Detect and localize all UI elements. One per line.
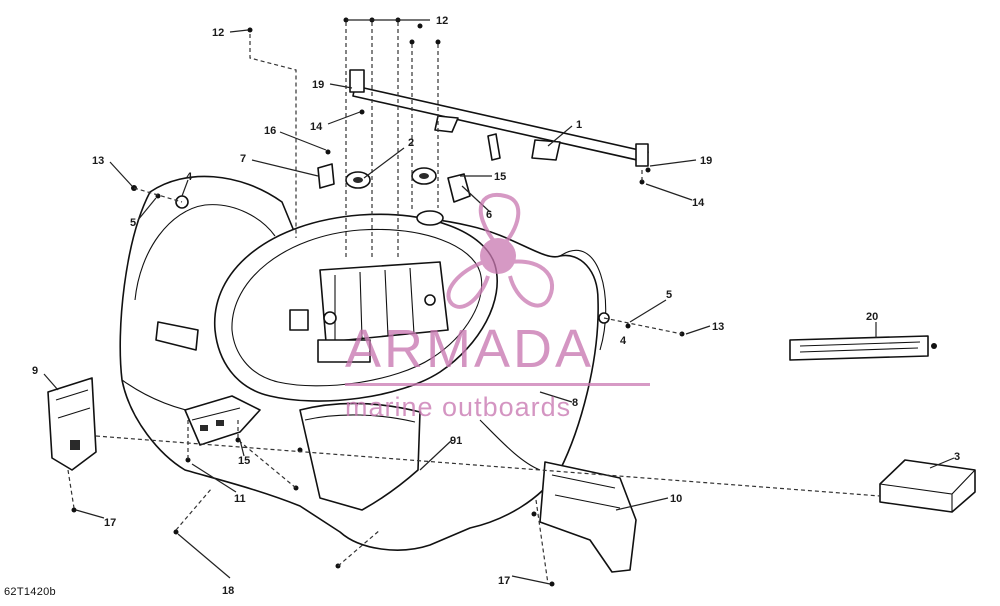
watermark-brand: ARMADA (345, 319, 595, 379)
callout-19b: 19 (700, 155, 712, 167)
front-bracket-left (184, 395, 261, 446)
callout-labels: 1 2 3 4 4 5 5 6 7 8 9 10 11 12 12 13 13 … (32, 15, 960, 597)
callout-20: 20 (866, 311, 878, 323)
callout-4: 4 (186, 171, 193, 183)
callout-6: 6 (486, 209, 492, 221)
figure-code: 62T1420b (4, 586, 56, 598)
leader-lines (43, 19, 955, 585)
callout-14: 14 (310, 121, 323, 133)
callout-12b: 12 (436, 15, 448, 27)
callout-8: 8 (572, 397, 578, 409)
callout-13: 13 (92, 155, 104, 167)
callout-2: 2 (408, 137, 414, 149)
callout-16: 16 (264, 125, 276, 137)
callout-18: 18 (222, 585, 234, 597)
callout-5: 5 (130, 217, 136, 229)
callout-17: 17 (104, 517, 116, 529)
callout-17b: 17 (498, 575, 510, 587)
callout-10: 10 (670, 493, 682, 505)
callout-4b: 4 (620, 335, 627, 347)
callout-7: 7 (240, 153, 246, 165)
callout-15b: 15 (238, 455, 250, 467)
callout-13b: 13 (712, 321, 724, 333)
callout-9: 9 (32, 365, 38, 377)
side-panel-right (539, 461, 637, 573)
callout-91: 91 (450, 435, 462, 447)
side-panel-left (47, 377, 97, 471)
decal-strip (789, 335, 937, 361)
callout-19: 19 (312, 79, 324, 91)
plate (879, 459, 976, 513)
callout-12: 12 (212, 27, 224, 39)
watermark-logo (446, 192, 555, 309)
assembly-lines (67, 22, 881, 585)
callout-14b: 14 (692, 197, 705, 209)
callout-3: 3 (954, 451, 960, 463)
top-bar (349, 69, 649, 167)
cowling-opening (214, 213, 498, 402)
cowling-front-rim (299, 402, 421, 511)
grommets (345, 167, 444, 226)
callout-5b: 5 (666, 289, 672, 301)
callout-1: 1 (576, 119, 582, 131)
watermark-rule (345, 383, 650, 386)
callout-15: 15 (494, 171, 506, 183)
fasteners (71, 17, 685, 587)
watermark-tagline: marine outboards (345, 392, 572, 422)
callout-11: 11 (234, 493, 246, 505)
